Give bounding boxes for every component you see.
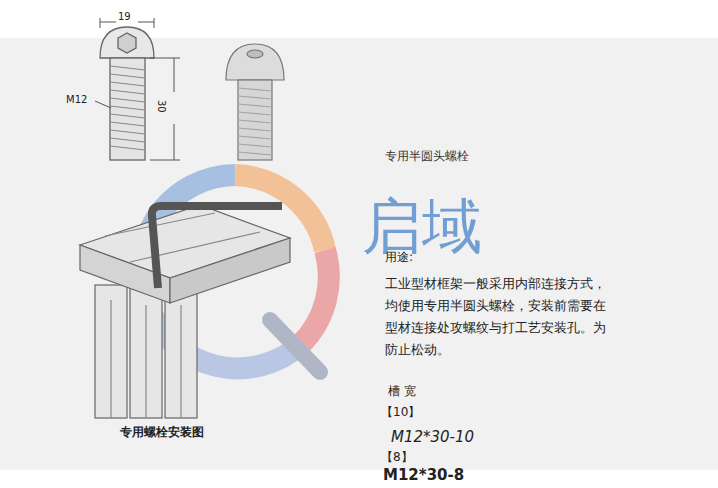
watermark: 启域 bbox=[362, 190, 482, 262]
product-title: 专用半圆头螺栓 bbox=[385, 149, 469, 163]
table-heading: 槽 宽 bbox=[388, 384, 416, 398]
figure-caption: 专用螺栓安装图 bbox=[120, 425, 204, 439]
bolt-drawing bbox=[100, 27, 154, 160]
background-band bbox=[0, 38, 718, 470]
dimension: 19 bbox=[118, 11, 131, 23]
dimension-lines bbox=[95, 18, 180, 160]
dimension: 30 bbox=[155, 100, 167, 113]
usage-text: 工业型材框架一般采用内部连接方式，均使用专用半圆头螺栓，安装前需要在型材连接处攻… bbox=[385, 273, 610, 361]
part-number: M12*30-8 bbox=[383, 466, 464, 484]
part-number: M12*30-10 bbox=[391, 428, 474, 446]
section-heading: 用途: bbox=[385, 250, 413, 264]
bolt-render bbox=[226, 44, 284, 160]
profile-assembly bbox=[80, 205, 290, 418]
hex-wrench bbox=[152, 206, 282, 288]
slot-width: 【8】 bbox=[381, 450, 413, 464]
slot-width: 【10】 bbox=[381, 405, 420, 419]
thread-size: M12 bbox=[66, 94, 87, 106]
